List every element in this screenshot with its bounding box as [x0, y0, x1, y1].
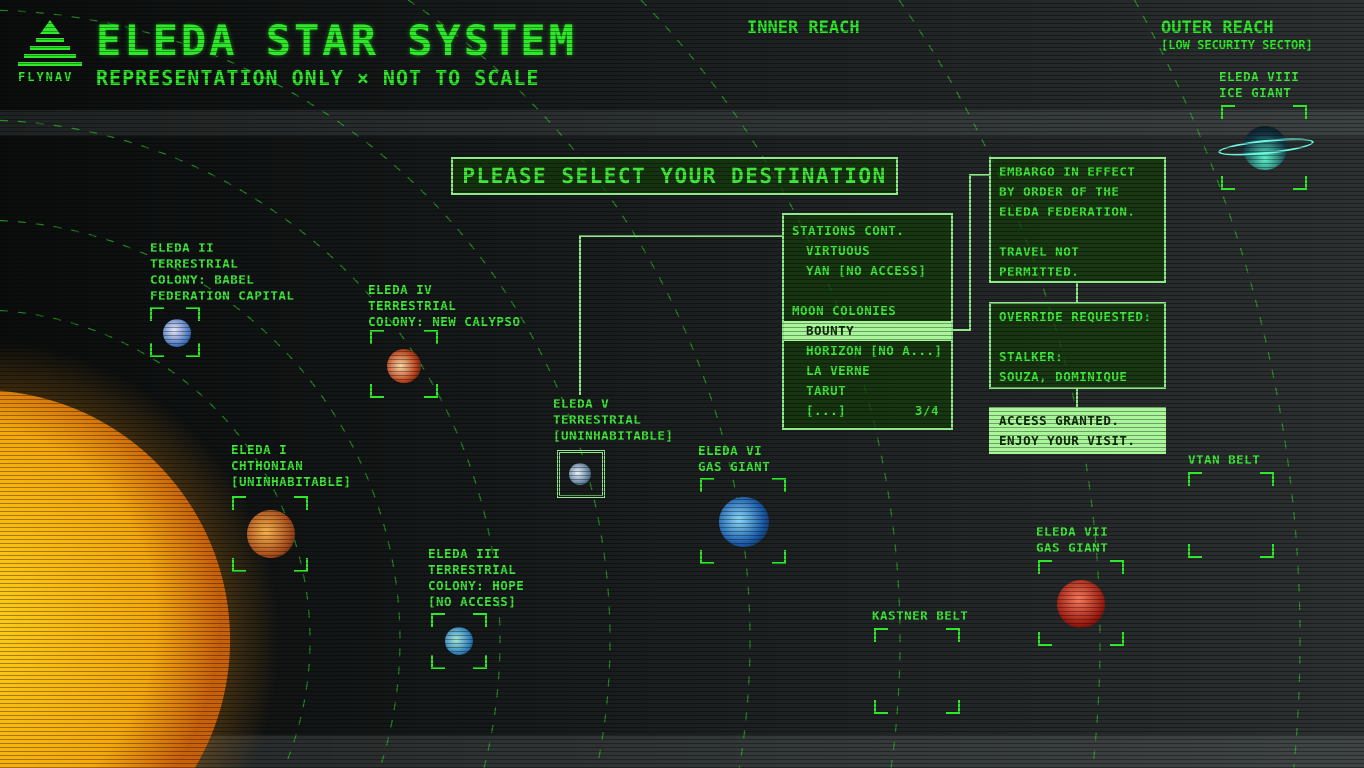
target-bracket — [1038, 560, 1124, 646]
planet-desc: TERRESTRIAL [UNINHABITABLE] — [553, 412, 674, 443]
logo-text: FLYNAV — [18, 70, 74, 84]
connector-line — [1076, 388, 1078, 408]
inner-reach-label: INNER REACH — [747, 18, 860, 38]
menu-item-bounty-selected[interactable]: BOUNTY — [784, 321, 951, 341]
notice-line — [991, 327, 1164, 347]
notice-line: SOUZA, DOMINIQUE — [999, 369, 1128, 384]
embargo-notice: EMBARGO IN EFFECT BY ORDER OF THE ELEDA … — [989, 157, 1166, 283]
planet-desc: TERRESTRIAL COLONY: BABEL FEDERATION CAP… — [150, 256, 295, 303]
planet-desc: ICE GIANT — [1219, 85, 1292, 100]
destination-menu: STATIONS CONT. VIRTUOUS YAN [NO ACCESS] … — [782, 213, 953, 430]
pyramid-icon — [18, 20, 82, 66]
connector-line — [1076, 283, 1078, 303]
planet-name: ELEDA I — [231, 442, 288, 457]
planet-icon[interactable] — [387, 349, 421, 383]
target-bracket — [1221, 105, 1307, 190]
menu-item-tarut[interactable]: TARUT — [806, 383, 847, 398]
notice-line: ENJOY YOUR VISIT. — [999, 433, 1136, 448]
planet-name: ELEDA VIII — [1219, 69, 1300, 84]
planet-name: ELEDA II — [150, 240, 215, 255]
notice-line: TRAVEL NOT — [999, 244, 1080, 259]
planet-name: ELEDA III — [428, 546, 501, 561]
target-bracket — [1188, 472, 1274, 558]
notice-line: EMBARGO IN EFFECT — [999, 164, 1136, 179]
planet-icon[interactable] — [247, 510, 295, 558]
planet-name: ELEDA VI — [698, 443, 763, 458]
belt-name: KASTNER BELT — [872, 608, 969, 623]
target-bracket — [700, 478, 786, 564]
planet-desc: CHTHONIAN [UNINHABITABLE] — [231, 458, 352, 489]
menu-more[interactable]: [...] — [806, 403, 847, 418]
notice-line: ACCESS GRANTED. — [999, 413, 1120, 428]
belt-name: VTAN BELT — [1188, 452, 1261, 467]
planet-desc: GAS GIANT — [698, 459, 771, 474]
target-bracket — [150, 307, 200, 357]
connector-line — [969, 174, 990, 176]
planet-name: ELEDA VII — [1036, 524, 1109, 539]
flynav-logo: FLYNAV — [16, 20, 84, 92]
menu-section-moons: MOON COLONIES — [792, 303, 897, 318]
planet-desc: TERRESTRIAL COLONY: NEW CALYPSO — [368, 298, 521, 329]
menu-section-stations: STATIONS CONT. — [792, 223, 905, 238]
access-granted-notice: ACCESS GRANTED. ENJOY YOUR VISIT. — [989, 407, 1166, 454]
connector-line — [579, 235, 783, 237]
target-bracket — [874, 628, 960, 714]
menu-item-horizon[interactable]: HORIZON [NO A...] — [806, 343, 943, 358]
notice-line: PERMITTED. — [999, 264, 1080, 279]
target-bracket — [232, 496, 308, 572]
selected-target-box — [557, 450, 605, 498]
notice-line — [991, 222, 1164, 242]
override-notice: OVERRIDE REQUESTED: STALKER: SOUZA, DOMI… — [989, 302, 1166, 389]
notice-line: ELEDA FEDERATION. — [999, 204, 1136, 219]
notice-line: BY ORDER OF THE — [999, 184, 1120, 199]
planet-name: ELEDA IV — [368, 282, 433, 297]
destination-prompt: PLEASE SELECT YOUR DESTINATION — [451, 157, 898, 195]
planet-icon[interactable] — [569, 463, 591, 485]
notice-line: STALKER: — [999, 349, 1064, 364]
notice-line: OVERRIDE REQUESTED: — [999, 309, 1152, 324]
planet-icon[interactable] — [719, 497, 769, 547]
menu-item-virtuous[interactable]: VIRTUOUS — [806, 243, 871, 258]
planet-icon[interactable] — [445, 627, 473, 655]
target-bracket — [370, 330, 438, 398]
menu-spacer — [784, 281, 951, 301]
outer-reach-label: OUTER REACH — [1161, 18, 1274, 38]
page-title: ELEDA STAR SYSTEM — [96, 16, 577, 65]
planet-desc: TERRESTRIAL COLONY: HOPE [NO ACCESS] — [428, 562, 525, 609]
target-bracket — [431, 613, 487, 669]
page-subtitle: REPRESENTATION ONLY × NOT TO SCALE — [96, 66, 540, 90]
connector-line — [579, 235, 581, 395]
menu-item-la-verne[interactable]: LA VERNE — [806, 363, 871, 378]
connector-line — [969, 174, 971, 331]
menu-page-indicator: 3/4 — [914, 403, 939, 418]
planet-icon[interactable] — [1243, 126, 1287, 170]
planet-icon[interactable] — [1057, 580, 1105, 628]
planet-desc: GAS GIANT — [1036, 540, 1109, 555]
outer-reach-sublabel: [LOW SECURITY SECTOR] — [1161, 38, 1313, 52]
connector-line — [952, 329, 970, 331]
menu-item-yan[interactable]: YAN [NO ACCESS] — [806, 263, 927, 278]
planet-name: ELEDA V — [553, 396, 610, 411]
sun — [0, 390, 231, 768]
planet-icon[interactable] — [163, 319, 191, 347]
